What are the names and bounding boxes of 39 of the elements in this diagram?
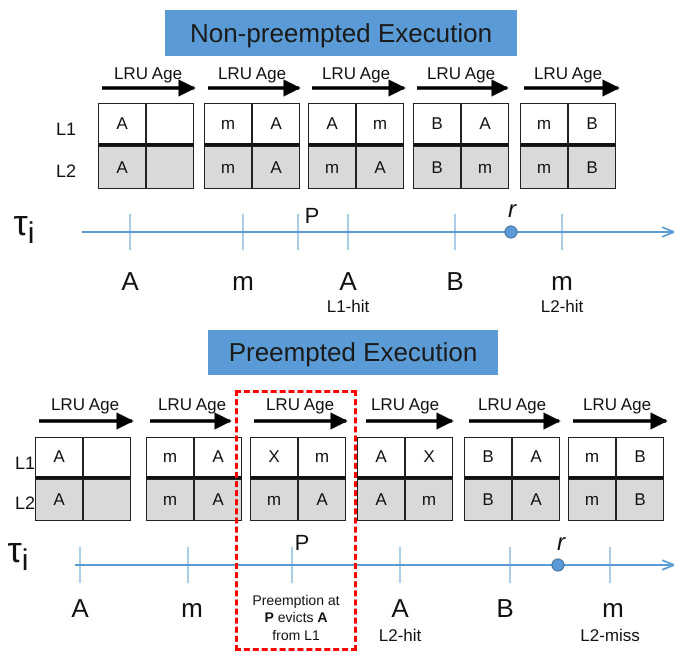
text-label: LRU Age: [478, 396, 546, 413]
text-label: LRU Age: [114, 65, 182, 82]
text-label: τ$_{i}$: [8, 532, 28, 576]
text-label: LRU Age: [370, 396, 440, 413]
text-label: m: [232, 268, 254, 294]
text-label: LRU Age: [158, 396, 226, 413]
text-label: LRU Age: [218, 65, 286, 82]
text-label: m: [602, 595, 624, 621]
title-banner: Non-preempted Execution: [165, 10, 517, 56]
preemption-note: Preemption at P evicts A from L1: [251, 592, 341, 644]
text-label: L1: [56, 120, 76, 138]
text-label: LRU Age: [50, 396, 120, 413]
text-label: P: [304, 205, 320, 227]
text-label: LRU Age: [322, 65, 390, 82]
text-label: m: [551, 268, 573, 294]
text-label: P: [294, 532, 310, 554]
text-label: r: [508, 198, 516, 222]
text-label: B: [496, 595, 514, 621]
text-label: L2-hit: [540, 298, 584, 315]
title-banner: Preempted Execution: [208, 330, 498, 375]
text-label: L2-miss: [580, 627, 640, 644]
text-label: LRU Age: [426, 65, 496, 82]
text-label: L2: [14, 494, 36, 512]
text-label: L2: [56, 162, 76, 180]
text-label: m: [181, 595, 203, 621]
text-label: L1-hit: [326, 298, 370, 315]
text-label: LRU Age: [534, 65, 602, 82]
text-label: r: [557, 531, 565, 555]
text-label: LRU Age: [582, 396, 652, 413]
text-label: A: [121, 268, 139, 294]
text-label: τ$_{i}$: [14, 205, 34, 250]
text-label: A: [71, 595, 89, 621]
text-label: A: [391, 595, 409, 621]
text-label: L1: [14, 454, 36, 472]
text-label: LRU Age: [266, 396, 334, 413]
text-label: A: [339, 268, 357, 294]
preemption-region: [235, 390, 357, 651]
text-label: L2-hit: [378, 627, 422, 644]
text-label: B: [446, 268, 464, 294]
